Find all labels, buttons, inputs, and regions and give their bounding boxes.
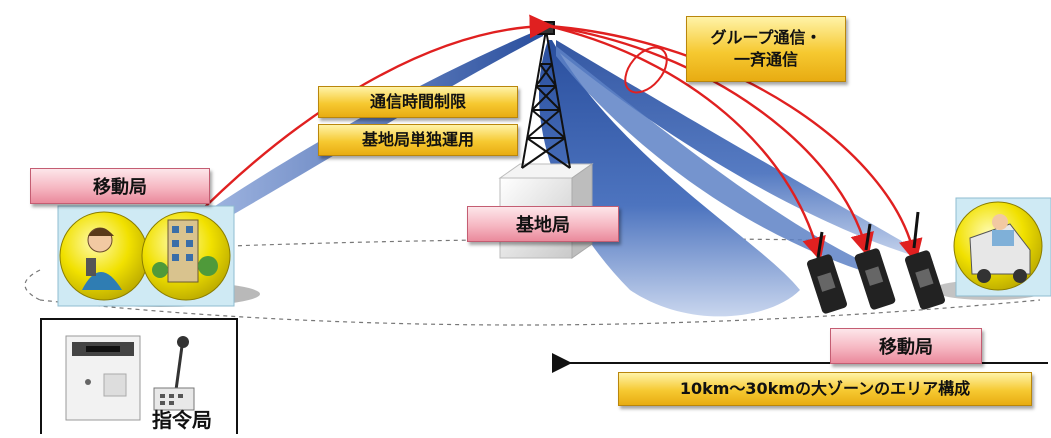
- mobile-station-label-left: 移動局: [30, 168, 210, 204]
- base-standalone-label: 基地局単独運用: [318, 124, 518, 156]
- handheld-radio-icon: [807, 231, 847, 314]
- antenna-tower-icon: [521, 21, 571, 169]
- beam-right: [556, 40, 934, 262]
- beam-center: [538, 40, 800, 317]
- base-station-label: 基地局: [467, 206, 619, 242]
- handheld-radio-icon: [854, 223, 896, 310]
- group-label-line2: 一斉通信: [733, 50, 798, 69]
- command-console-illustration: [65, 335, 195, 421]
- comm-time-limit-label: 通信時間制限: [318, 86, 518, 118]
- vehicle-globe-icon: [953, 197, 1051, 297]
- group-broadcast-label: グループ通信・ 一斉通信: [686, 16, 846, 82]
- beam-right-2: [556, 46, 878, 276]
- zone-caption-label: 10km〜30kmの大ゾーンのエリア構成: [618, 372, 1032, 406]
- office-building-globe-icon: [141, 211, 231, 301]
- command-station-label: 指令局: [152, 408, 212, 432]
- communication-arcs: [189, 14, 923, 264]
- handheld-radio-icon: [905, 211, 945, 310]
- mobile-station-label-right: 移動局: [830, 328, 982, 364]
- group-label-line1: グループ通信・: [710, 28, 822, 47]
- command-station-panel: [40, 318, 238, 434]
